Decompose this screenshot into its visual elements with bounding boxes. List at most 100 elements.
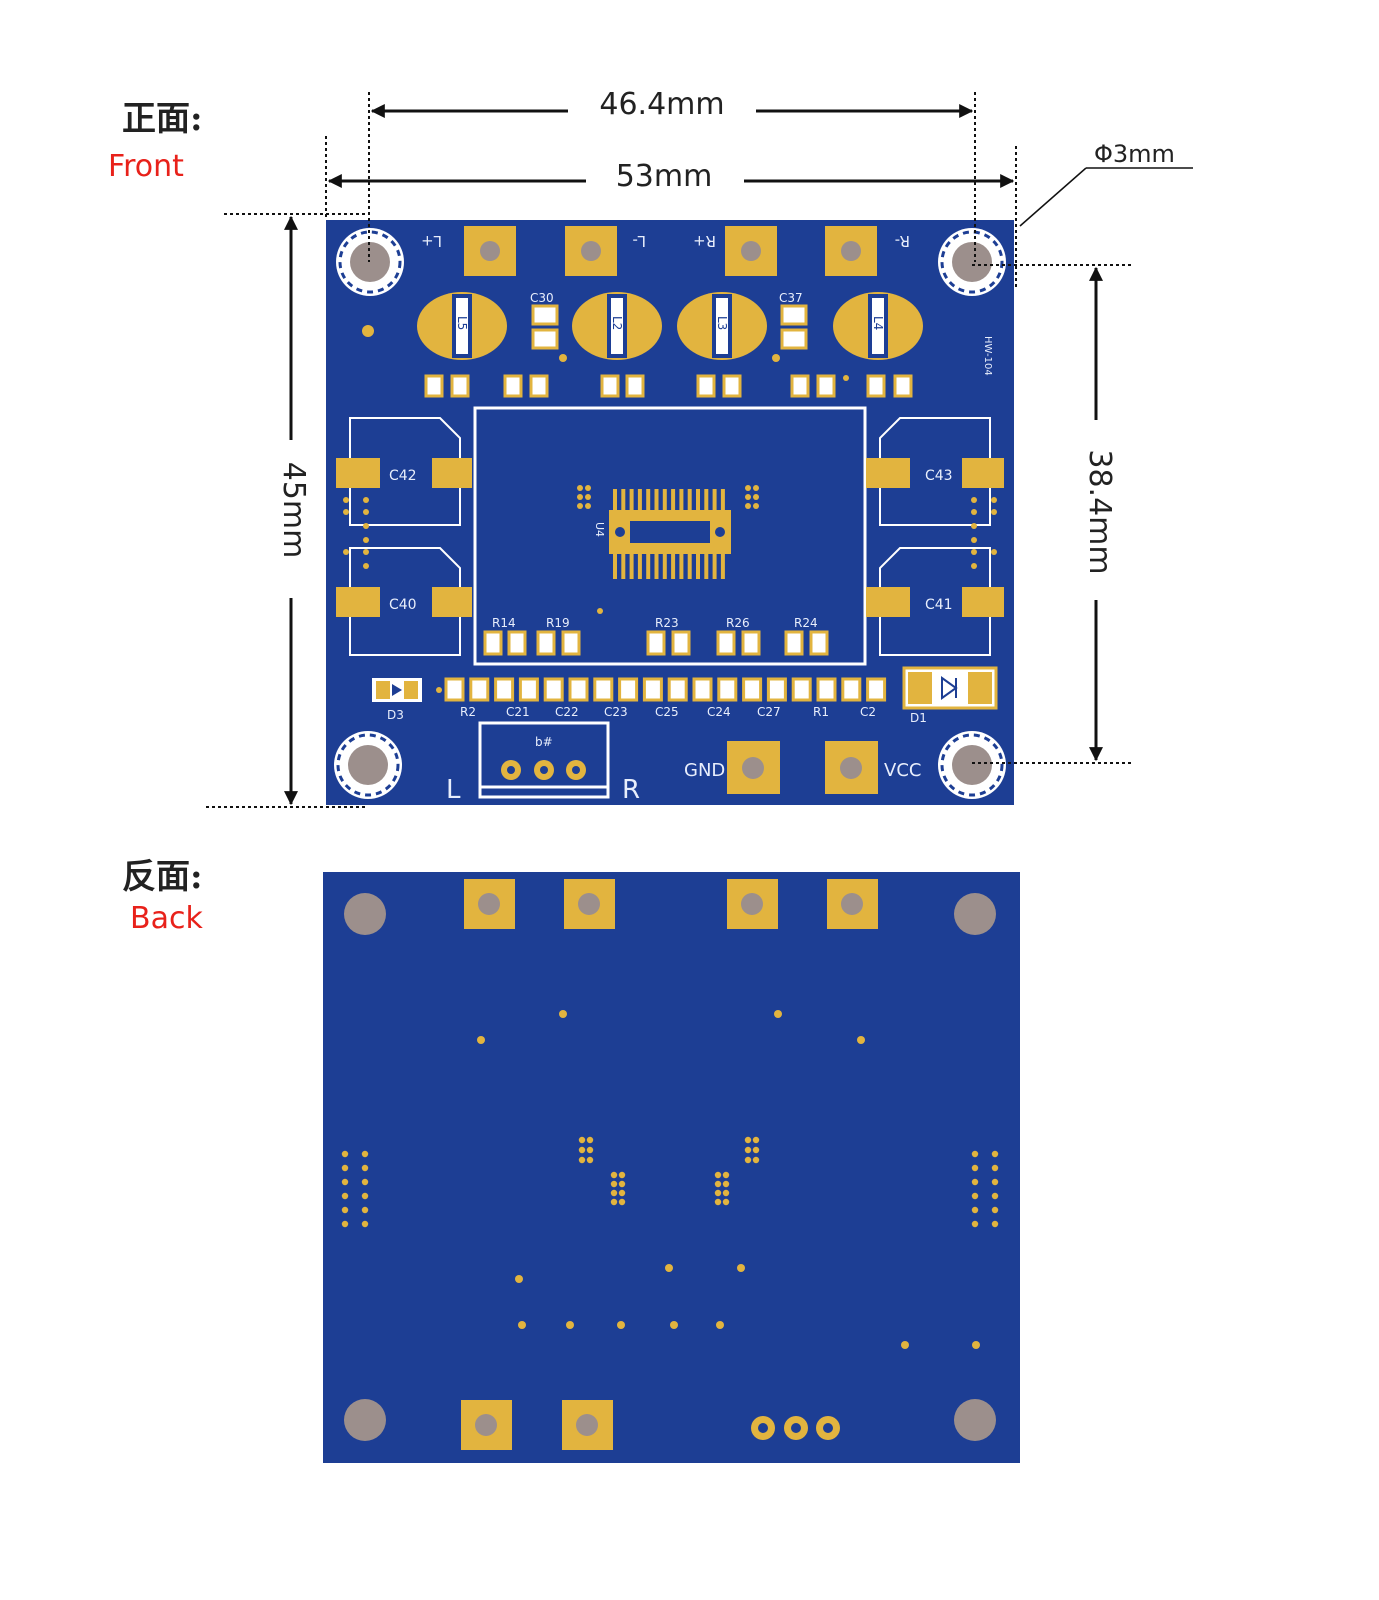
resistor-pads	[483, 630, 829, 656]
terminal-pad	[825, 226, 877, 276]
smd-pad	[518, 677, 539, 702]
ic-pin	[646, 553, 651, 579]
via	[361, 1206, 369, 1214]
smd-pad	[494, 677, 515, 702]
dim-hole-leader	[1019, 167, 1087, 227]
silk-r-plus: R+	[693, 232, 716, 250]
via	[361, 1164, 369, 1172]
smd-pad	[593, 677, 614, 702]
via	[991, 1206, 999, 1214]
dim-outer-width-label: 53mm	[616, 159, 713, 194]
ic-pin	[629, 489, 634, 511]
silk-r26: R26	[726, 616, 750, 630]
dim-hole-span-label: 38.4mm	[1082, 449, 1117, 574]
via	[991, 1150, 999, 1158]
diode-d1	[902, 666, 998, 710]
via	[341, 1178, 349, 1186]
ic-pin	[712, 553, 717, 579]
front-label-cn: 正面:	[122, 99, 203, 139]
ic-pin	[687, 553, 692, 579]
ic-pin	[637, 553, 642, 579]
ic-pin	[720, 489, 725, 511]
silk-r23: R23	[655, 616, 679, 630]
via	[971, 1192, 979, 1200]
ic-pin	[679, 489, 684, 511]
via	[361, 1220, 369, 1228]
ic-pin	[662, 489, 667, 511]
smd-pad	[841, 677, 862, 702]
ic-pin	[671, 489, 676, 511]
via	[971, 1206, 979, 1214]
via	[971, 1220, 979, 1228]
silk-c2: C2	[860, 705, 876, 719]
via-cluster	[577, 485, 759, 509]
ic-pin	[637, 489, 642, 511]
via	[586, 1136, 594, 1144]
silk-c42: C42	[389, 468, 417, 484]
ic-pin	[613, 553, 617, 579]
ic-pin	[704, 553, 709, 579]
terminal-pad	[464, 879, 515, 929]
ic-pin	[704, 489, 709, 511]
via	[843, 375, 849, 381]
via	[341, 1192, 349, 1200]
smd-pad	[667, 677, 688, 702]
silk-l-minus: L-	[632, 232, 646, 250]
smd-capacitor	[531, 304, 559, 350]
via	[991, 1192, 999, 1200]
dim-height-label: 45mm	[276, 462, 311, 559]
smd-pad	[469, 677, 490, 702]
silk-connector: b#	[535, 735, 553, 749]
mounting-hole	[954, 1399, 996, 1441]
via	[361, 1192, 369, 1200]
capacitor-outline	[336, 417, 472, 526]
via	[744, 1136, 752, 1144]
ic-chip	[609, 489, 731, 579]
silk-r24: R24	[794, 616, 818, 630]
capacitor-outline	[866, 547, 1004, 656]
smd-pad	[766, 677, 787, 702]
smd-pad	[543, 677, 564, 702]
silk-u4: U4	[593, 522, 606, 537]
mounting-hole	[334, 731, 402, 799]
gnd-pad	[727, 741, 780, 794]
ic-pin	[629, 553, 634, 579]
silk-c24: C24	[707, 705, 731, 719]
ic-pin	[712, 489, 717, 511]
silk-r-minus: R-	[895, 232, 910, 250]
smd-pad	[791, 677, 812, 702]
via	[341, 1150, 349, 1158]
back-vias	[477, 1010, 980, 1349]
via	[618, 1198, 626, 1206]
inductor	[677, 292, 767, 360]
ic-pin	[720, 553, 725, 579]
via	[341, 1206, 349, 1214]
ic-pin	[696, 553, 700, 579]
via	[752, 1136, 760, 1144]
via	[618, 1189, 626, 1197]
silk-c41: C41	[925, 597, 953, 613]
silk-l3: L3	[715, 316, 729, 330]
via	[722, 1180, 730, 1188]
ic-pin	[654, 553, 659, 579]
via	[971, 1164, 979, 1172]
ic-pin	[687, 489, 692, 511]
via	[610, 1180, 618, 1188]
via	[578, 1146, 586, 1154]
terminal-pad	[564, 879, 615, 929]
via	[752, 1156, 760, 1164]
dimension-lines	[206, 92, 1193, 808]
silk-l2: L2	[610, 316, 624, 330]
via	[610, 1171, 618, 1179]
ic-pin	[646, 489, 651, 511]
via	[772, 354, 780, 362]
via	[991, 1164, 999, 1172]
back-label-cn: 反面:	[122, 857, 203, 897]
silk-d1: D1	[910, 711, 927, 725]
ic-pin	[621, 553, 626, 579]
silk-left: L	[446, 775, 461, 805]
silk-l-plus: L+	[421, 232, 442, 250]
via	[722, 1189, 730, 1197]
ic-pin	[696, 489, 700, 511]
